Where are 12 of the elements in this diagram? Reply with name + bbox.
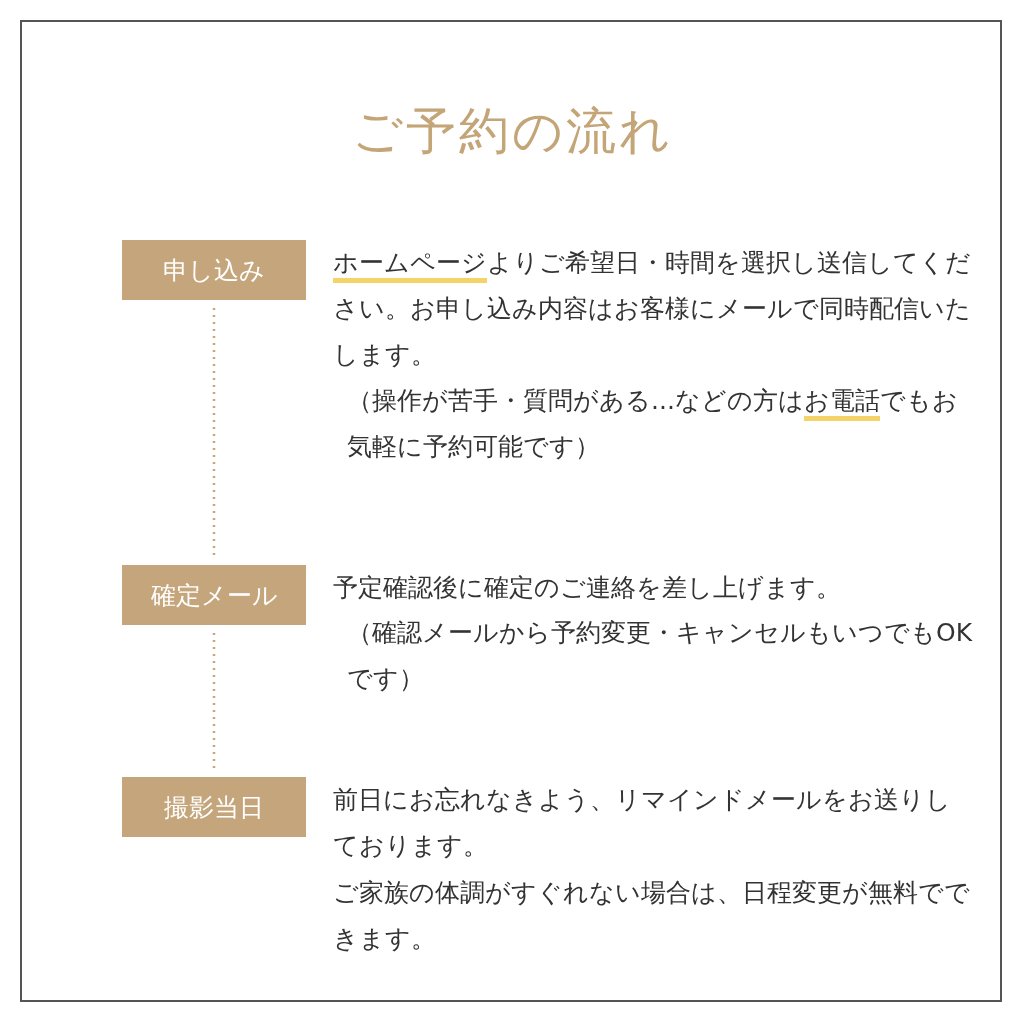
- step-description: （操作が苦手・質問がある...などの方はお電話でもお気軽に予約可能です）: [346, 385, 959, 463]
- title: ご予約の流れ: [350, 101, 674, 162]
- step-label: 確定メール: [122, 565, 306, 625]
- step-description: ホームページよりご希望日・時間を選択し送信してください。お申し込み内容はお客様にメールで同時配信いたします。: [333, 247, 972, 371]
- dotted-connector: [212, 633, 216, 769]
- step-label: 撮影当日: [122, 777, 306, 837]
- step-description: （確認メールから予約変更・キャンセルもいつでもOKです）: [346, 617, 973, 695]
- step-label: 申し込み: [122, 240, 306, 300]
- step-description: ご家族の体調がすぐれない場合は、日程変更が無料でできます。: [333, 877, 971, 955]
- dotted-connector: [212, 308, 216, 557]
- step-description: 前日にお忘れなきよう、リマインドメールをお送りしております。: [333, 784, 952, 862]
- step-description: 予定確認後に確定のご連絡を差し上げます。: [333, 572, 842, 604]
